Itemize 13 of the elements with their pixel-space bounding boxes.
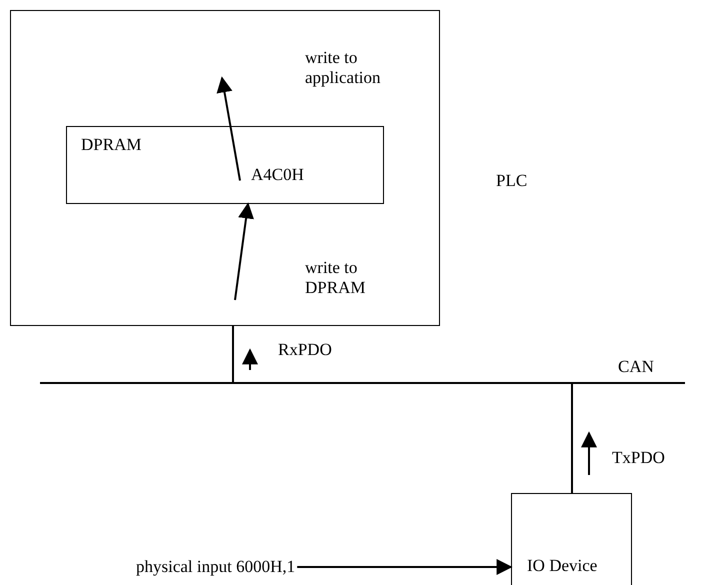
memory-label: DPRAM: [81, 135, 142, 155]
connector-line: [232, 326, 234, 382]
bus-line: [40, 382, 685, 384]
device-label: PLC: [496, 171, 528, 191]
device-label: IO Device: [527, 556, 598, 576]
input-text: physical input 6000H,1: [136, 557, 296, 577]
address-label: A4C0H: [251, 165, 304, 185]
arrow: [297, 559, 513, 575]
connector-line: [571, 384, 573, 493]
arrow: [216, 76, 241, 181]
memory-box: [66, 126, 384, 204]
arrow: [234, 202, 254, 300]
device-box: [511, 493, 632, 585]
